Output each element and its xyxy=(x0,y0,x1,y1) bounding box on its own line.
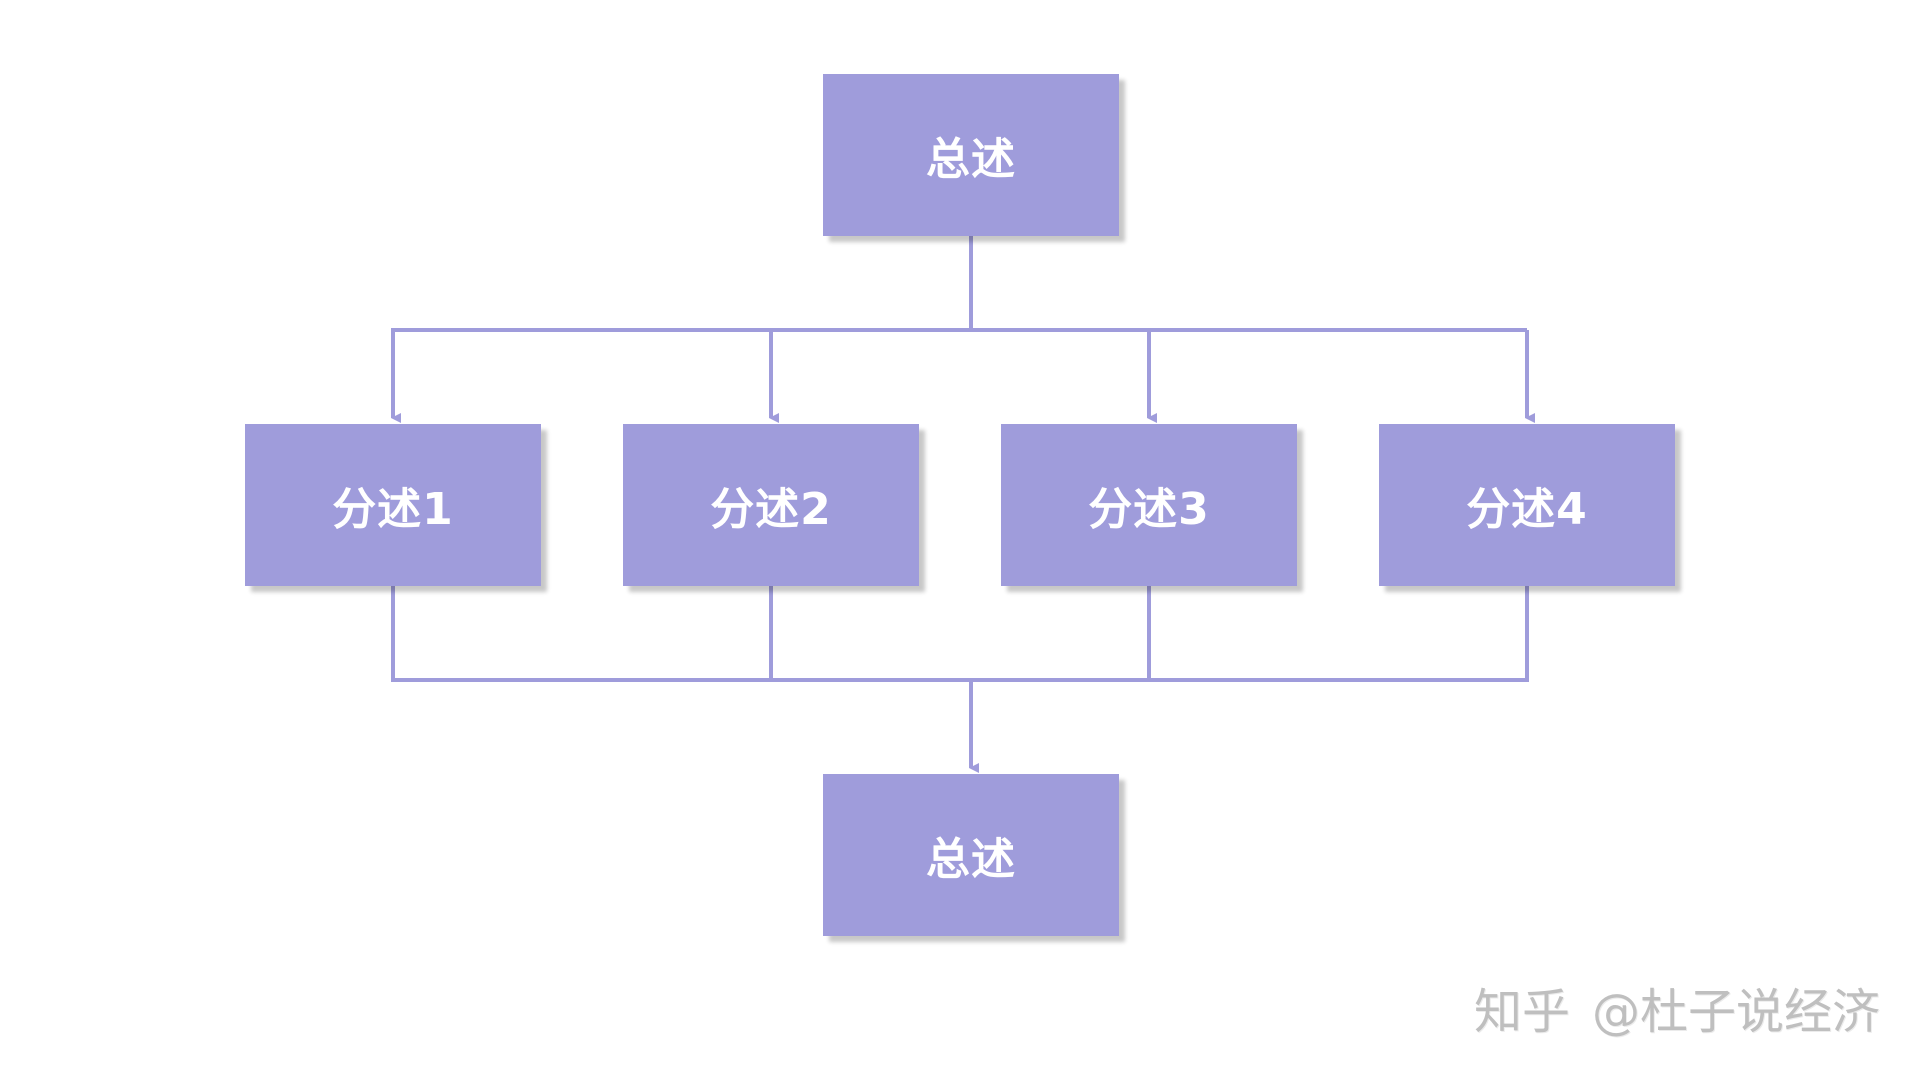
watermark-author: @杜子说经济 xyxy=(1591,984,1880,1040)
sub-point-box-3: 分述3 xyxy=(1001,424,1297,586)
sub-point-box-4-label: 分述4 xyxy=(1466,484,1588,535)
sub-point-box-4: 分述4 xyxy=(1379,424,1675,586)
summary-box-top: 总述 xyxy=(823,74,1119,236)
sub-point-box-1-label: 分述1 xyxy=(332,484,454,535)
summary-box-bottom-label: 总述 xyxy=(926,834,1016,885)
watermark-site: 知乎 xyxy=(1473,984,1570,1040)
sub-point-box-1: 分述1 xyxy=(245,424,541,586)
sub-point-box-2-label: 分述2 xyxy=(710,484,832,535)
watermark: 知乎 @杜子说经济 xyxy=(1474,972,1880,1042)
sub-point-box-2: 分述2 xyxy=(623,424,919,586)
summary-box-bottom: 总述 xyxy=(823,774,1119,936)
sub-point-box-3-label: 分述3 xyxy=(1088,484,1210,535)
summary-box-top-label: 总述 xyxy=(926,134,1016,185)
